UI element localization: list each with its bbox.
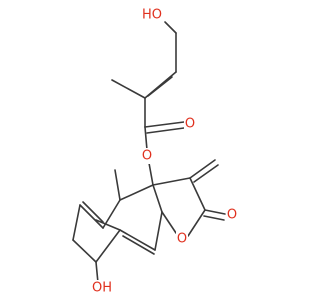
bond xyxy=(204,209,226,215)
atom-label-background xyxy=(184,116,196,132)
bond xyxy=(95,219,121,231)
bond xyxy=(111,79,146,99)
bond xyxy=(119,184,154,201)
bond xyxy=(122,235,155,255)
atom-label-background xyxy=(226,207,238,223)
molecule-structure-diagram: HO O O O O OH xyxy=(72,7,238,296)
bond xyxy=(114,169,121,201)
bond-layer xyxy=(72,21,226,284)
atom-label-background xyxy=(176,231,188,247)
bond xyxy=(144,126,148,151)
atom-label-o-ring: O xyxy=(177,232,187,247)
bond xyxy=(154,211,163,251)
bond xyxy=(152,177,191,186)
bond xyxy=(147,76,173,97)
molecule-canvas: HO O O O O OH xyxy=(72,7,238,296)
bond xyxy=(72,239,97,263)
bond xyxy=(95,229,121,263)
atom-label-oh-top: HO xyxy=(142,8,162,23)
bond xyxy=(72,204,81,241)
bond xyxy=(189,159,216,179)
bond xyxy=(148,162,154,186)
bond xyxy=(187,209,206,237)
bond xyxy=(119,229,156,251)
bond xyxy=(146,127,185,134)
bond xyxy=(79,204,104,229)
bond xyxy=(144,121,185,128)
bond xyxy=(161,211,177,234)
bond xyxy=(193,164,219,183)
bond xyxy=(189,177,206,211)
bond xyxy=(164,21,177,34)
atom-label-o-ester: O xyxy=(142,149,152,164)
bond xyxy=(82,201,104,223)
atom-label-background xyxy=(92,280,112,296)
bond xyxy=(152,184,163,213)
atom-label-background xyxy=(142,7,162,23)
bond xyxy=(203,215,225,221)
bond xyxy=(95,261,99,284)
atom-label-o-lactone-carbonyl: O xyxy=(227,208,237,223)
atom-label-background xyxy=(141,148,153,164)
atom-label-o-ester-bridge: O xyxy=(185,117,195,132)
atom-label-oh-bottom: OH xyxy=(92,281,112,296)
atom-label-layer: HO O O O O OH xyxy=(92,7,238,296)
